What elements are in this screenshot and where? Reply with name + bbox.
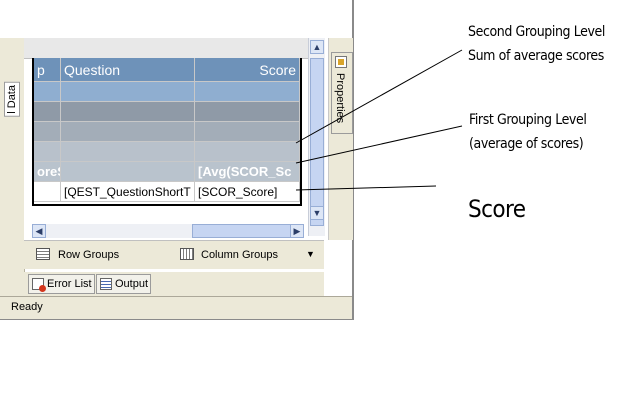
bottom-tool-tabs: Error List Output <box>24 272 324 296</box>
table-cell[interactable] <box>195 122 300 142</box>
vertical-scroll-thumb[interactable] <box>310 58 324 226</box>
table-cell[interactable] <box>61 142 195 162</box>
header-cell-group[interactable]: p <box>34 58 61 82</box>
vertical-scrollbar[interactable]: ▲ ▼ <box>308 38 325 236</box>
error-list-tab[interactable]: Error List <box>28 274 95 294</box>
error-list-label: Error List <box>47 278 92 290</box>
row-groups-icon <box>36 248 50 260</box>
table-row[interactable] <box>34 102 300 122</box>
scroll-left-icon[interactable]: ◀ <box>32 224 46 238</box>
scroll-right-icon[interactable]: ▶ <box>290 224 304 238</box>
table-row[interactable] <box>34 122 300 142</box>
ruler-strip <box>24 38 310 59</box>
error-list-icon <box>32 278 46 292</box>
table-row[interactable] <box>34 142 300 162</box>
question-short-cell[interactable]: [QEST_QuestionShortT <box>61 182 195 202</box>
second-grouping-desc: Sum of average scores <box>468 48 604 64</box>
table-cell[interactable] <box>195 102 300 122</box>
report-table[interactable]: p Question Score oreS [Avg(SCOR_Sc <box>32 58 302 206</box>
group-average-row[interactable]: oreS [Avg(SCOR_Sc <box>34 162 300 182</box>
output-label: Output <box>115 278 149 290</box>
table-cell[interactable] <box>34 122 61 142</box>
table-cell[interactable] <box>34 142 61 162</box>
status-bar: Ready <box>0 296 352 319</box>
column-groups-label[interactable]: Column Groups <box>201 249 279 261</box>
scroll-down-icon[interactable]: ▼ <box>310 206 324 220</box>
table-header-row[interactable]: p Question Score <box>34 58 300 82</box>
table-cell[interactable] <box>195 142 300 162</box>
table-cell[interactable] <box>61 102 195 122</box>
properties-icon <box>335 56 347 68</box>
table-cell[interactable] <box>61 82 195 102</box>
first-grouping-title: First Grouping Level <box>469 112 587 128</box>
avg-score-cell[interactable]: [Avg(SCOR_Sc <box>195 162 300 182</box>
output-tab[interactable]: Output <box>96 274 152 294</box>
table-cell[interactable] <box>195 82 300 102</box>
table-cell[interactable] <box>34 102 61 122</box>
header-cell-score[interactable]: Score <box>195 58 300 82</box>
table-row[interactable] <box>34 82 300 102</box>
header-cell-question[interactable]: Question <box>61 58 195 82</box>
output-icon <box>100 278 112 290</box>
properties-label: Properties <box>334 73 346 124</box>
scroll-up-icon[interactable]: ▲ <box>310 40 324 54</box>
group-average-cell[interactable] <box>61 162 195 182</box>
left-panel-tab[interactable]: l Data <box>0 38 25 308</box>
score-annotation: Score <box>468 195 526 223</box>
grouping-pane: Row Groups Column Groups ▼ <box>24 240 324 269</box>
first-grouping-desc: (average of scores) <box>469 136 584 152</box>
detail-cell[interactable] <box>34 182 61 202</box>
horizontal-scrollbar[interactable]: ◀ ▶ <box>32 224 304 238</box>
detail-row[interactable]: [QEST_QuestionShortT [SCOR_Score] <box>34 182 300 202</box>
table-cell[interactable] <box>61 122 195 142</box>
second-grouping-title: Second Grouping Level <box>468 24 605 40</box>
group-average-cell[interactable]: oreS <box>34 162 61 182</box>
left-panel-label[interactable]: l Data <box>4 82 20 117</box>
ide-window: l Data p Question Score <box>0 0 354 320</box>
chevron-down-icon[interactable]: ▼ <box>306 249 315 259</box>
properties-tab[interactable]: Properties <box>331 52 353 134</box>
horizontal-scroll-thumb[interactable] <box>192 224 292 238</box>
row-groups-label[interactable]: Row Groups <box>58 249 120 261</box>
score-cell[interactable]: [SCOR_Score] <box>195 182 300 202</box>
table-cell[interactable] <box>34 82 61 102</box>
column-groups-icon <box>180 248 194 260</box>
status-text: Ready <box>11 301 43 313</box>
